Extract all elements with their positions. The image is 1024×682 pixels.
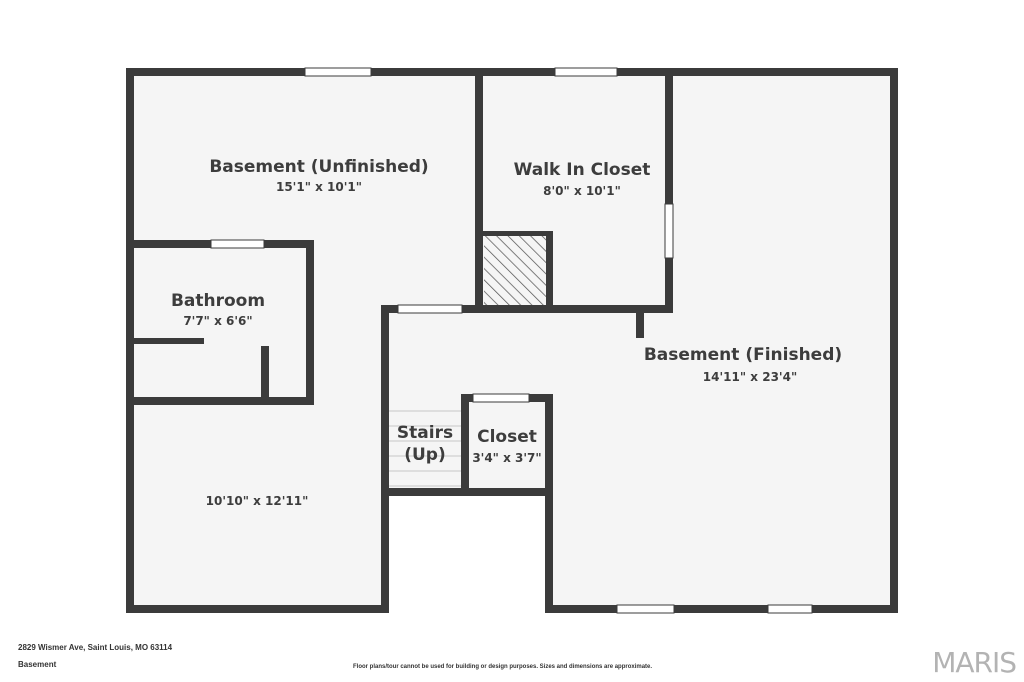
floor-area bbox=[130, 73, 894, 608]
floor-level-label: Basement bbox=[18, 660, 57, 669]
brand-logo: MARIS bbox=[932, 646, 1017, 679]
property-address: 2829 Wismer Ave, Saint Louis, MO 63114 bbox=[18, 643, 173, 652]
room-dims-basement-unfinished: 15'1" x 10'1" bbox=[276, 180, 362, 194]
room-dims-walk-in-closet: 8'0" x 10'1" bbox=[543, 184, 621, 198]
hatched-chase bbox=[484, 236, 546, 305]
room-name-stairs-up: (Up) bbox=[404, 445, 446, 465]
room-name-basement-finished: Basement (Finished) bbox=[644, 345, 842, 365]
room-dims-bathroom: 7'7" x 6'6" bbox=[183, 314, 252, 328]
room-name-bathroom: Bathroom bbox=[171, 291, 265, 311]
wall-openings bbox=[210, 67, 813, 614]
room-dims-lower-left: 10'10" x 12'11" bbox=[206, 494, 309, 508]
stairs-treads bbox=[389, 410, 461, 487]
room-dims-basement-finished: 14'11" x 23'4" bbox=[703, 370, 797, 384]
room-name-closet: Closet bbox=[477, 427, 537, 447]
room-dims-closet: 3'4" x 3'7" bbox=[472, 451, 541, 465]
disclaimer-text: Floor plans/tour cannot be used for buil… bbox=[353, 664, 653, 670]
room-name-walk-in-closet: Walk In Closet bbox=[514, 160, 651, 180]
room-name-stairs: Stairs bbox=[397, 423, 453, 443]
room-name-basement-unfinished: Basement (Unfinished) bbox=[209, 157, 428, 177]
